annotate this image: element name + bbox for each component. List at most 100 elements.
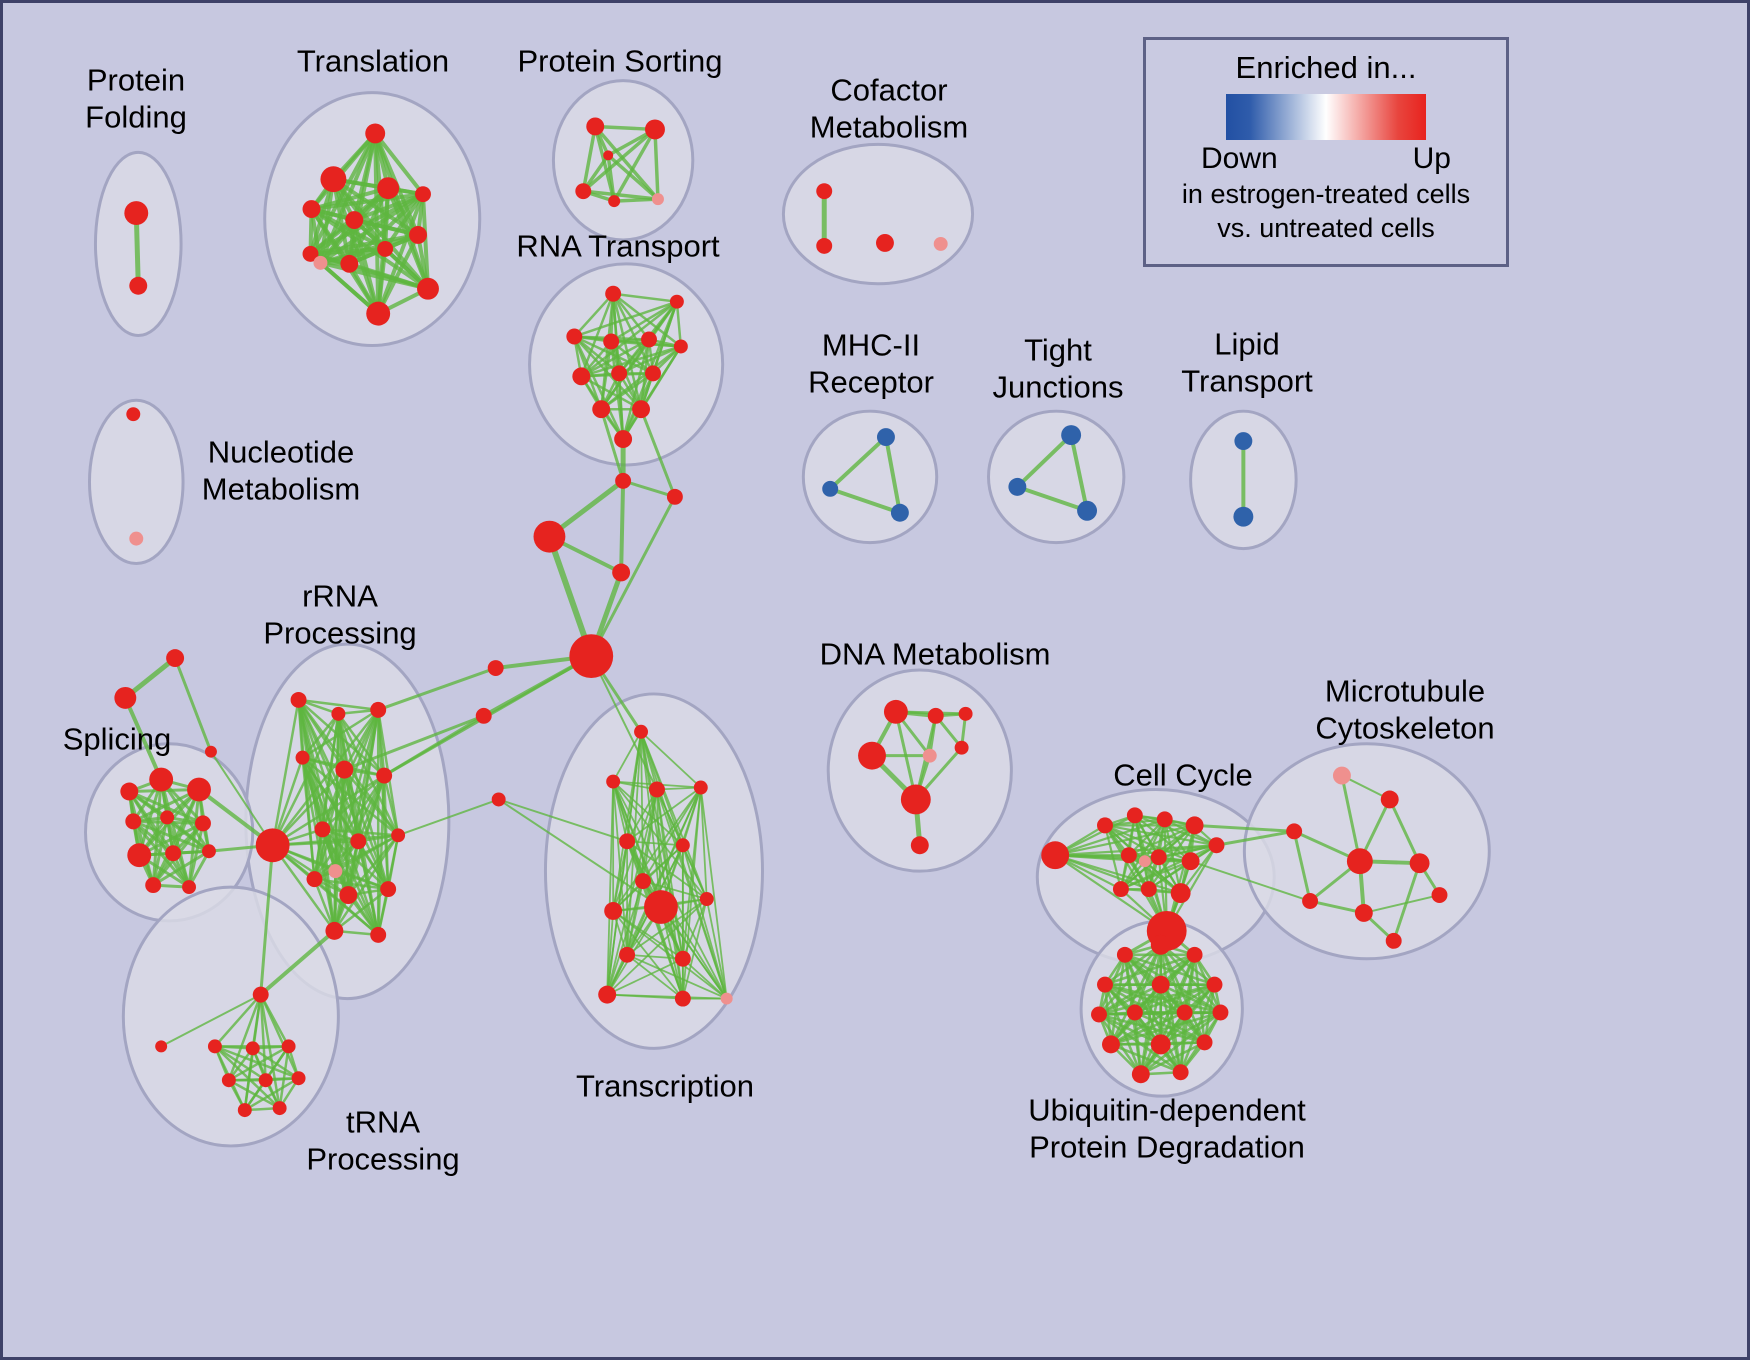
- network-node: [604, 902, 623, 920]
- network-edge: [1127, 818, 1166, 857]
- network-edge: [606, 780, 615, 996]
- network-node: [325, 921, 344, 940]
- network-edge: [227, 1045, 290, 1082]
- network-node: [1385, 932, 1402, 949]
- network-edge: [883, 435, 902, 515]
- network-edge: [1097, 1013, 1163, 1046]
- network-node: [340, 254, 359, 273]
- network-edge: [580, 375, 643, 411]
- network-edge: [573, 300, 679, 338]
- network-edge: [271, 768, 346, 847]
- network-edge: [127, 790, 191, 889]
- network-node: [114, 686, 137, 709]
- network-edge: [1109, 1011, 1222, 1046]
- network-edge: [1103, 953, 1196, 986]
- network-node: [1185, 816, 1204, 835]
- network-node: [1097, 817, 1113, 834]
- network-edge: [313, 877, 336, 933]
- network-edge: [617, 372, 625, 441]
- network-edge: [1159, 1011, 1222, 1046]
- network-edge: [639, 407, 677, 499]
- network-edge: [271, 844, 336, 933]
- network-edge: [1388, 797, 1422, 865]
- cluster-ellipse-cofactor-metabolism: [781, 142, 975, 286]
- network-edge: [599, 407, 625, 483]
- network-node: [822, 480, 839, 497]
- network-node: [365, 123, 386, 144]
- network-node: [890, 503, 909, 522]
- network-node: [1101, 1035, 1120, 1054]
- network-edge: [497, 798, 629, 843]
- network-node: [126, 407, 141, 422]
- network-node: [160, 810, 175, 825]
- network-edge: [376, 232, 421, 316]
- network-edge: [705, 898, 728, 1000]
- network-node: [124, 201, 149, 226]
- network-edge: [308, 192, 425, 256]
- network-node: [927, 707, 944, 724]
- network-node: [816, 237, 833, 254]
- network-node: [1150, 1034, 1171, 1055]
- network-node: [598, 985, 617, 1004]
- network-edge: [589, 495, 677, 658]
- network-node: [366, 301, 391, 326]
- network-node: [295, 750, 310, 765]
- network-edge: [642, 880, 708, 900]
- network-edge: [1054, 814, 1136, 857]
- network-edge: [259, 993, 281, 1110]
- network-edge: [382, 714, 486, 778]
- network-edge: [609, 300, 679, 343]
- network-edge: [309, 192, 425, 212]
- network-edge: [593, 124, 657, 132]
- network-node: [954, 740, 969, 755]
- network-edge: [573, 292, 615, 338]
- network-edge: [318, 260, 381, 316]
- network-edge: [1127, 844, 1218, 857]
- network-node: [675, 838, 690, 853]
- network-edge: [606, 153, 660, 201]
- network-node: [900, 784, 931, 815]
- network-edge: [373, 131, 425, 197]
- network-node: [281, 1039, 296, 1054]
- network-edge: [187, 821, 205, 889]
- network-edge: [681, 898, 708, 960]
- network-node: [644, 890, 678, 924]
- network-node: [634, 724, 649, 739]
- network-node: [1061, 425, 1082, 446]
- network-node: [313, 255, 328, 270]
- network-edge: [376, 192, 425, 316]
- network-node: [816, 183, 833, 200]
- network-edge: [626, 788, 658, 843]
- network-edge: [573, 335, 625, 441]
- network-edge: [137, 778, 163, 857]
- network-node: [129, 276, 148, 295]
- network-node: [572, 367, 591, 386]
- network-node: [1091, 1006, 1107, 1023]
- network-edge: [640, 730, 708, 900]
- network-edge: [301, 756, 316, 881]
- network-node: [204, 745, 217, 758]
- network-edge: [612, 197, 660, 203]
- legend-caption-line2: vs. untreated cells: [1217, 212, 1435, 243]
- network-node: [922, 748, 937, 763]
- network-edge: [675, 300, 683, 348]
- network-edge: [1097, 983, 1163, 1016]
- network-node: [649, 781, 665, 798]
- network-node: [720, 992, 733, 1005]
- network-edge: [1189, 860, 1312, 903]
- network-node: [1131, 1065, 1150, 1084]
- network-node: [314, 821, 331, 838]
- network-node: [1151, 975, 1170, 994]
- network-node: [258, 1073, 273, 1088]
- network-edge: [297, 698, 380, 712]
- network-node: [1206, 976, 1223, 993]
- network-node: [1346, 848, 1373, 875]
- network-node: [533, 520, 566, 553]
- network-edge: [626, 898, 708, 956]
- network-edge: [681, 957, 728, 1000]
- network-edge: [318, 260, 430, 291]
- network-node: [380, 881, 397, 898]
- network-node: [335, 760, 354, 779]
- network-edge: [606, 153, 616, 203]
